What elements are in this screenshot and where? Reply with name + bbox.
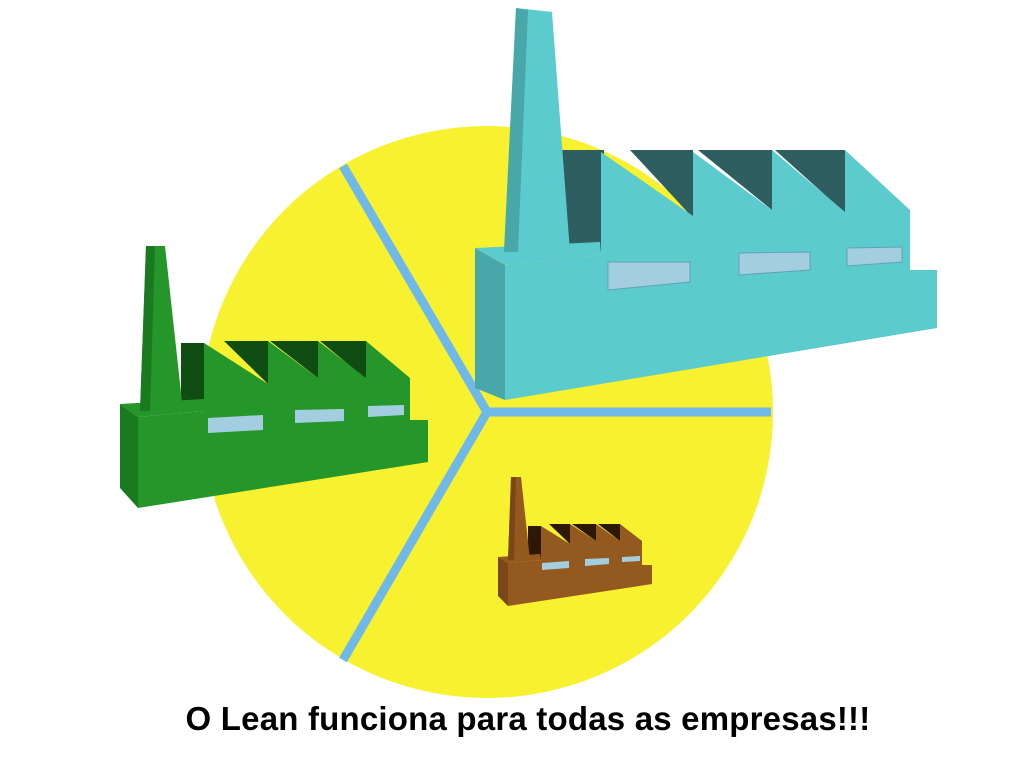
small-brown-factory-icon xyxy=(498,477,652,606)
pie-dividers xyxy=(339,163,771,663)
green-factory-icon xyxy=(120,246,428,508)
large-teal-factory-icon xyxy=(475,8,937,400)
slogan-caption: O Lean funciona para todas as empresas!!… xyxy=(185,700,871,737)
